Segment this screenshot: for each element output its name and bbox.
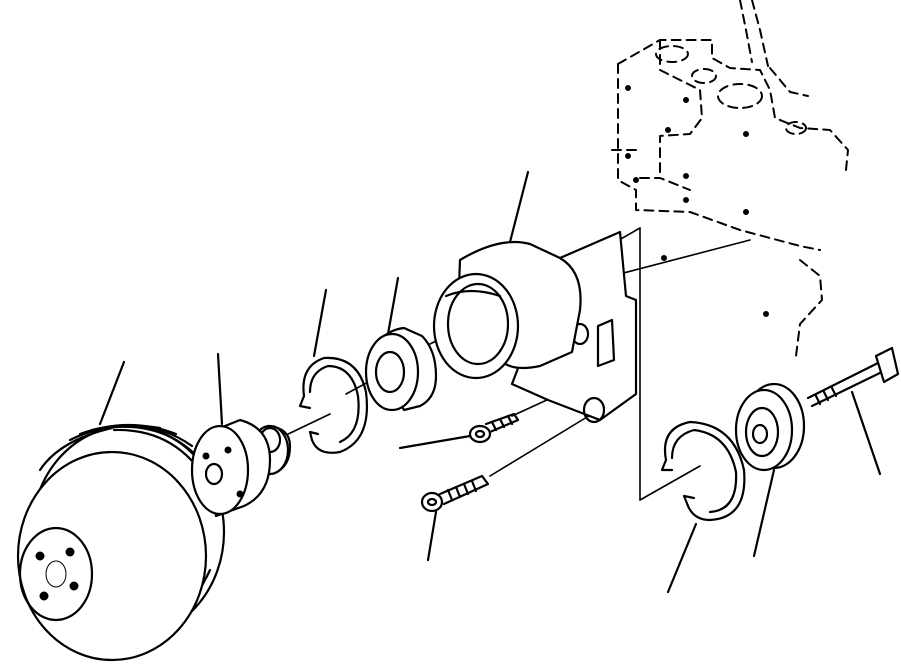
mounting-bolt-short xyxy=(468,412,520,444)
pump-housing xyxy=(432,230,638,424)
bearing-spacer xyxy=(364,326,438,412)
engine-block-phantom xyxy=(611,0,849,357)
idler-pulley xyxy=(734,382,806,472)
water-pump-pulley xyxy=(16,423,226,662)
pulley-hub xyxy=(190,418,292,518)
mounting-bolt-long xyxy=(420,474,490,513)
idler-bolt xyxy=(806,346,900,408)
leader-lines xyxy=(98,170,882,594)
snap-ring-large xyxy=(660,420,746,522)
snap-ring-small xyxy=(298,356,368,454)
